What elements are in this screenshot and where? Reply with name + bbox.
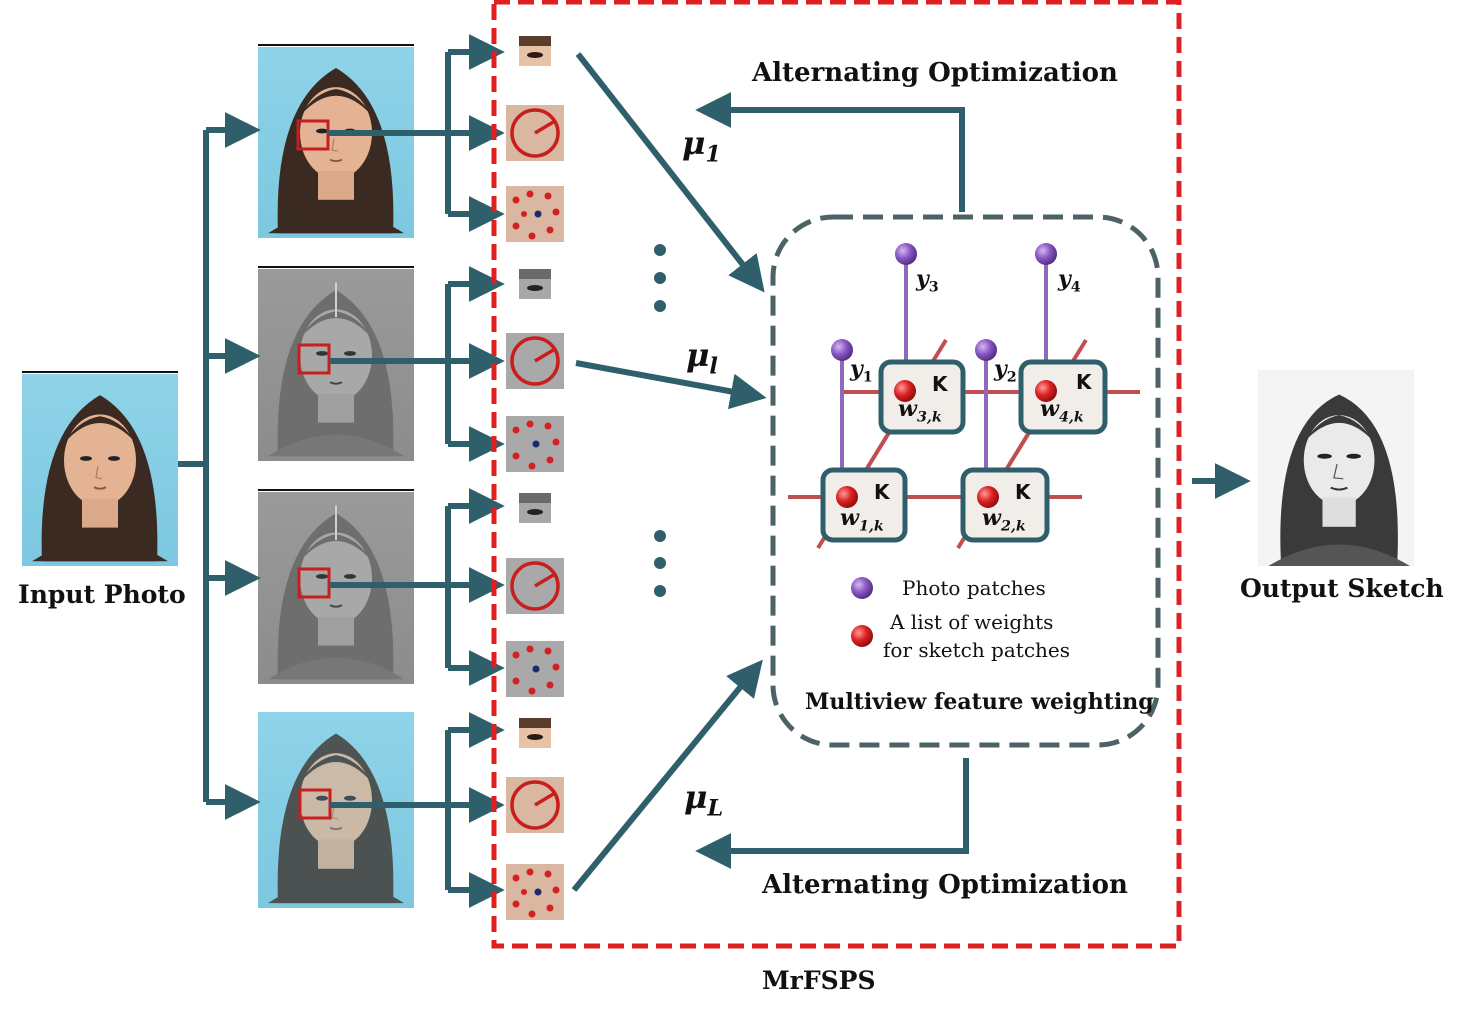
input-photo	[22, 371, 178, 566]
legend-weights-line1: A list of weights	[890, 610, 1054, 634]
mrfsps-box	[491, 0, 1182, 949]
output-sketch-label: Output Sketch	[1240, 574, 1444, 603]
lbp-patch-4	[506, 864, 564, 920]
graph-stems	[840, 256, 1048, 480]
ellipsis-dots	[654, 244, 666, 597]
legend-purple-ball	[851, 577, 873, 599]
scale-image-2	[258, 266, 414, 461]
mu-L-label: μL	[684, 778, 724, 822]
k-label-4: K	[1076, 370, 1092, 394]
output-sketch	[1258, 370, 1414, 566]
mrfsps-title: MrFSPS	[762, 966, 876, 995]
w4-label: w4,k	[1040, 396, 1084, 426]
scale-image-1	[258, 44, 414, 238]
y1-label: y1	[850, 356, 873, 386]
w3-label: w3,k	[898, 396, 942, 426]
k-label-3: K	[932, 372, 948, 396]
w2-label: w2,k	[982, 505, 1026, 535]
photo-patch-nodes	[831, 243, 1057, 361]
hog-patch-2	[504, 331, 566, 391]
hog-patch-3	[504, 556, 566, 616]
graph-box	[770, 214, 1161, 748]
alt-opt-arrows	[695, 92, 1251, 869]
legend-photo-text: Photo patches	[902, 576, 1046, 600]
input-photo-label: Input Photo	[18, 580, 186, 609]
weight-nodes	[820, 359, 1108, 543]
eye-patch-2	[519, 269, 551, 299]
graph-caption: Multiview feature weighting	[805, 689, 1154, 715]
patch-column	[504, 36, 566, 920]
legend-weights-line2: for sketch patches	[883, 638, 1071, 662]
lbp-patch-2	[506, 416, 564, 472]
w1-label: w1,k	[840, 505, 884, 535]
input-branch-arrows	[178, 112, 261, 820]
mu-l-label: μl	[686, 336, 718, 380]
hog-patch-1	[504, 103, 566, 163]
y4-label: y4	[1058, 266, 1081, 296]
alt-opt-bottom-label: Alternating Optimization	[762, 870, 1128, 900]
mu-1-label: μ1	[682, 124, 722, 168]
k-label-2: K	[1015, 480, 1031, 504]
legend-red-ball	[851, 625, 873, 647]
y3-label: y3	[916, 266, 939, 296]
k-label-1: K	[874, 480, 890, 504]
y2-label: y2	[994, 356, 1017, 386]
lbp-patch-1	[506, 186, 564, 242]
eye-patch-4	[519, 718, 551, 748]
mu-arrows	[571, 52, 767, 892]
eye-patch-1	[519, 36, 551, 66]
hog-patch-4	[504, 775, 566, 835]
lbp-patch-3	[506, 641, 564, 697]
alt-opt-top-label: Alternating Optimization	[752, 58, 1118, 88]
eye-patch-3	[519, 493, 551, 523]
scale-image-4	[258, 712, 414, 908]
patch-branch-arrows	[328, 34, 505, 908]
